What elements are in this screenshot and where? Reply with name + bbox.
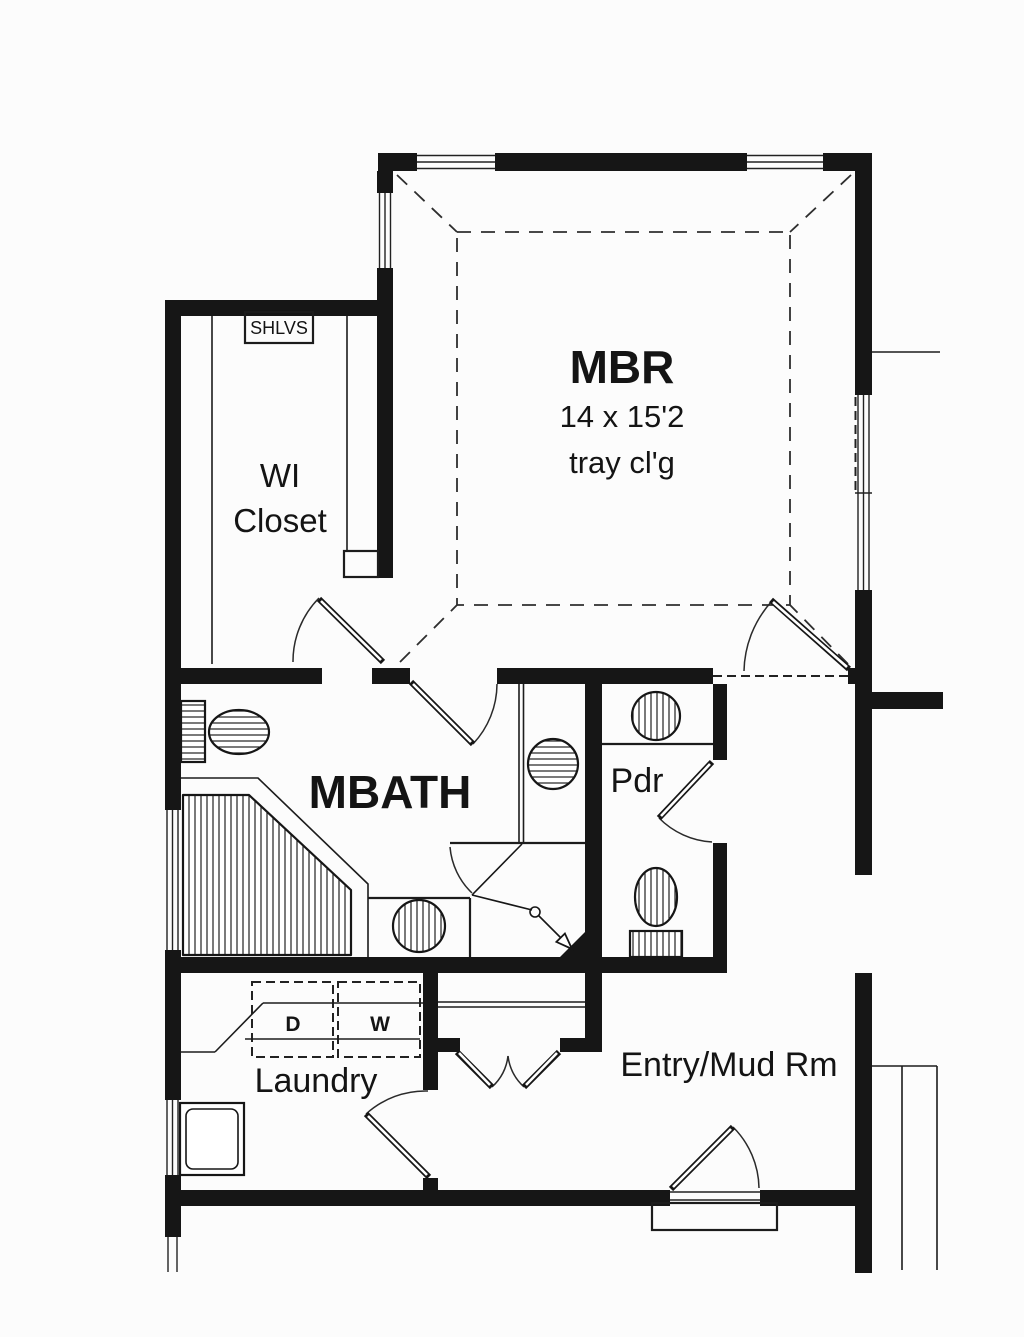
mbr-dims-label: 14 x 15'2 (560, 399, 685, 434)
mbr-right-windows (854, 395, 872, 590)
entry-stoop (650, 1201, 779, 1232)
mbr-ceiling-label: tray cl'g (569, 445, 675, 480)
mbath-tub (181, 777, 369, 957)
dryer-box (251, 981, 334, 1058)
mbath-vanity-sink (368, 896, 472, 957)
laundry-left-window (166, 1100, 179, 1175)
wi-closet-door (292, 596, 386, 665)
mbr-top-window-right (747, 154, 823, 170)
entry-closet-double-door (454, 1049, 562, 1090)
labels: MBR 14 x 15'2 tray cl'g WI Closet SHLVS … (233, 318, 837, 1100)
entry-label: Entry/Mud Rm (620, 1046, 837, 1084)
mbath-label: MBATH (309, 766, 472, 818)
lower-left-window (167, 1237, 178, 1272)
pdr-fixtures (602, 690, 713, 959)
washer-box (337, 981, 421, 1058)
laundry-door (363, 1090, 432, 1180)
doors (292, 596, 851, 1232)
mbath-fixtures (179, 684, 585, 957)
pdr-sink (602, 690, 713, 746)
closet-shelf-end (342, 549, 380, 579)
washer-label: W (370, 1013, 390, 1036)
shower-arrow-head (554, 931, 574, 951)
entry-exterior-door (650, 1124, 779, 1232)
mbr-left-window (378, 193, 392, 268)
laundry-sink (178, 1101, 246, 1177)
mbr-label: MBR (570, 341, 675, 393)
walls (165, 153, 943, 1273)
wi-closet-fixtures (211, 310, 380, 664)
wi-closet-label-line1: WI (260, 457, 300, 494)
pdr-label: Pdr (611, 762, 664, 800)
wi-closet-label-line2: Closet (233, 502, 327, 539)
exterior-porch-lines (872, 1065, 938, 1270)
laundry-label: Laundry (255, 1062, 378, 1100)
shower-corner-chamfer (560, 932, 602, 973)
mbr-top-window-left (417, 154, 495, 170)
windows (166, 154, 940, 1272)
entry-fixtures (438, 1001, 938, 1270)
laundry-fixtures (178, 981, 423, 1177)
mbath-second-vanity-sink (450, 684, 585, 845)
pdr-toilet (628, 866, 684, 959)
pdr-door (656, 759, 715, 843)
mbath-shower (449, 843, 574, 951)
mbath-toilet (179, 699, 271, 764)
mbr-tray-ceiling (396, 174, 852, 665)
mbath-door (408, 679, 498, 747)
dryer-label: D (285, 1013, 300, 1036)
entry-closet-shelf (438, 1001, 585, 1008)
mbath-left-window (166, 810, 179, 950)
laundry-counter (180, 1002, 423, 1053)
shlvs-box (243, 310, 315, 345)
mbr-door (713, 597, 851, 677)
shlvs-label: SHLVS (250, 318, 308, 338)
